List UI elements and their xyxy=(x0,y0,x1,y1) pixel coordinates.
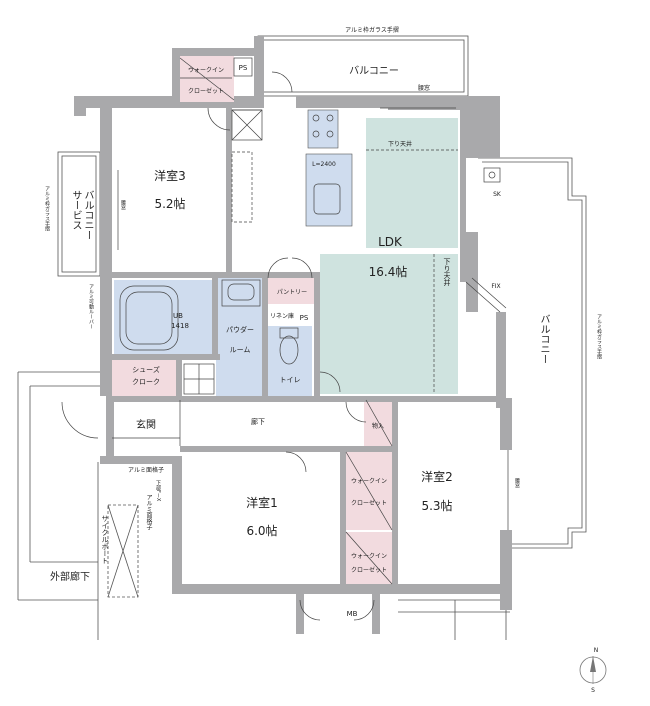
drop-ceiling-2: 下り天井 xyxy=(443,258,451,286)
glass-rail-left: アルミ枠ガラス手摺 xyxy=(44,186,50,231)
window-sill-top: 腰窓 xyxy=(418,84,430,92)
balcony-right-label: バルコニー xyxy=(538,314,549,364)
walls xyxy=(74,36,512,634)
hallway-label: 廊下 xyxy=(251,417,265,426)
glass-rail-right: アルミ枠ガラス手摺 xyxy=(596,314,602,359)
details xyxy=(61,57,509,621)
storage-label: 物入 xyxy=(372,422,384,430)
bedroom1-name: 洋室1 xyxy=(246,495,278,510)
balcony-top-label: バルコニー xyxy=(349,65,399,77)
service-balcony-label-1: サービス xyxy=(70,190,81,230)
ub-name: UB xyxy=(173,312,183,320)
wic2-label-2: クローゼット xyxy=(351,566,387,574)
wic1-label-2: クローゼット xyxy=(351,499,387,507)
shoes-label-1: シューズ xyxy=(132,365,160,374)
storage-fill xyxy=(364,400,392,448)
glass-rail-top: アルミ枠ガラス手摺 xyxy=(345,26,399,34)
wic1-label-1: ウォークイン xyxy=(351,477,387,485)
sk-label: SK xyxy=(493,191,502,198)
lattice-vertical: アルミ面格子 xyxy=(145,494,152,530)
floor-fx-label: 下部FーX xyxy=(155,480,161,502)
ldk-name: LDK xyxy=(378,235,403,249)
wic2-label-1: ウォークイン xyxy=(351,552,387,560)
bedroom2-size: 5.3帖 xyxy=(421,498,452,513)
toilet-fill xyxy=(266,326,312,396)
powder-name2: ルーム xyxy=(230,346,251,354)
ldk-fill-lower xyxy=(320,254,458,394)
top-closet-label-1: ウォークイン xyxy=(188,66,224,74)
room-fills xyxy=(112,56,458,584)
mb-label: MB xyxy=(347,610,358,618)
ps-label-2: PS xyxy=(239,64,248,72)
cycle-port-label: サイクルポート xyxy=(101,515,109,564)
compass-south: S xyxy=(591,687,595,694)
window-sill-bedroom3: 腰窓 xyxy=(120,200,126,210)
toilet-label: トイレ xyxy=(280,376,301,384)
bedroom3-size: 5.2帖 xyxy=(154,196,185,211)
corridor-label: 外部廊下 xyxy=(50,570,90,583)
bedroom3-name: 洋室3 xyxy=(154,168,186,183)
powder-name1: パウダー xyxy=(226,325,254,334)
pantry-label: パントリー xyxy=(277,289,307,296)
service-balcony-label-2: バルコニー xyxy=(82,190,93,240)
stove-fill xyxy=(307,109,339,149)
ldk-size: 16.4帖 xyxy=(369,264,408,279)
labels: 洋室3 5.2帖 LDK 16.4帖 洋室1 6.0帖 洋室2 5.3帖 UB … xyxy=(44,26,602,618)
shoes-label-2: クローク xyxy=(132,378,160,386)
louver-label: アルミ可動ルーバー xyxy=(88,284,94,329)
linen-label: リネン庫 xyxy=(270,312,294,320)
ub-size: 1418 xyxy=(171,322,189,330)
drop-ceiling-1: 下り天井 xyxy=(388,140,412,148)
lattice-horizontal: アルミ面格子 xyxy=(128,466,164,474)
ps-label-1: PS xyxy=(300,314,309,322)
counter-length: L=2400 xyxy=(312,161,336,168)
compass-north: N xyxy=(594,647,599,654)
bedroom1-size: 6.0帖 xyxy=(246,523,277,538)
window-sill-bedroom2: 腰窓 xyxy=(514,478,520,488)
bedroom2-name: 洋室2 xyxy=(421,469,453,484)
compass: N S xyxy=(579,647,607,694)
ldk-fill-upper xyxy=(366,118,458,248)
top-closet-label-2: クローゼット xyxy=(188,87,224,95)
fix-label: FIX xyxy=(491,283,500,290)
shoes-fill xyxy=(112,358,178,398)
pantry-fill xyxy=(268,278,314,304)
entrance-label: 玄関 xyxy=(136,418,156,431)
powder-fill xyxy=(216,278,264,396)
